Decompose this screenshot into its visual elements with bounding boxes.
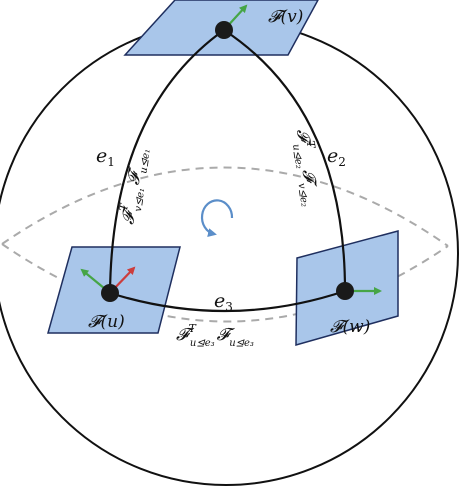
stalk-label-v: 𝓕(v)	[268, 7, 303, 27]
cycle-arrow-icon	[200, 199, 234, 238]
node-v	[215, 21, 233, 39]
stalk-label-u: 𝓕(u)	[88, 312, 125, 332]
map-e1-left-sup: T	[117, 201, 131, 212]
edge-e1	[108, 29, 225, 294]
edge-e3	[109, 289, 346, 313]
map-label-e2: 𝓕Tu⊴e₂𝓕v⊴e₂	[288, 127, 325, 207]
node-w	[336, 282, 354, 300]
edge-e3-name: e	[214, 290, 225, 312]
edge-e2-sub: 2	[338, 155, 346, 169]
edge-e2-name: e	[327, 145, 338, 167]
edge-label-e3: e3	[214, 290, 233, 314]
map-e3-left-sub: u⊴e₃	[190, 338, 215, 349]
node-u	[101, 284, 119, 302]
map-e3-right-sub: u⊴e₃	[229, 338, 254, 349]
map-e2-left-sup: T	[304, 140, 318, 151]
map-e3-left-sup: T	[189, 322, 198, 335]
equator-back	[1, 166, 449, 247]
edge-label-e2: e2	[327, 145, 346, 169]
map-e1-left-sub: v⊴e₁	[133, 187, 147, 212]
map-e2-right-sub: v⊴e₂	[295, 182, 309, 207]
edge-e1-sub: 1	[107, 155, 115, 169]
edge-e3-sub: 3	[225, 300, 233, 314]
map-e2-left-sub: u⊴e₂	[290, 143, 304, 169]
stalk-label-w: 𝓕(w)	[330, 317, 370, 337]
edge-label-e1: e1	[96, 145, 115, 169]
map-e1-right-sub: u⊴e₁	[138, 148, 152, 174]
edge-e1-name: e	[96, 145, 107, 167]
edge-e2	[223, 29, 347, 292]
